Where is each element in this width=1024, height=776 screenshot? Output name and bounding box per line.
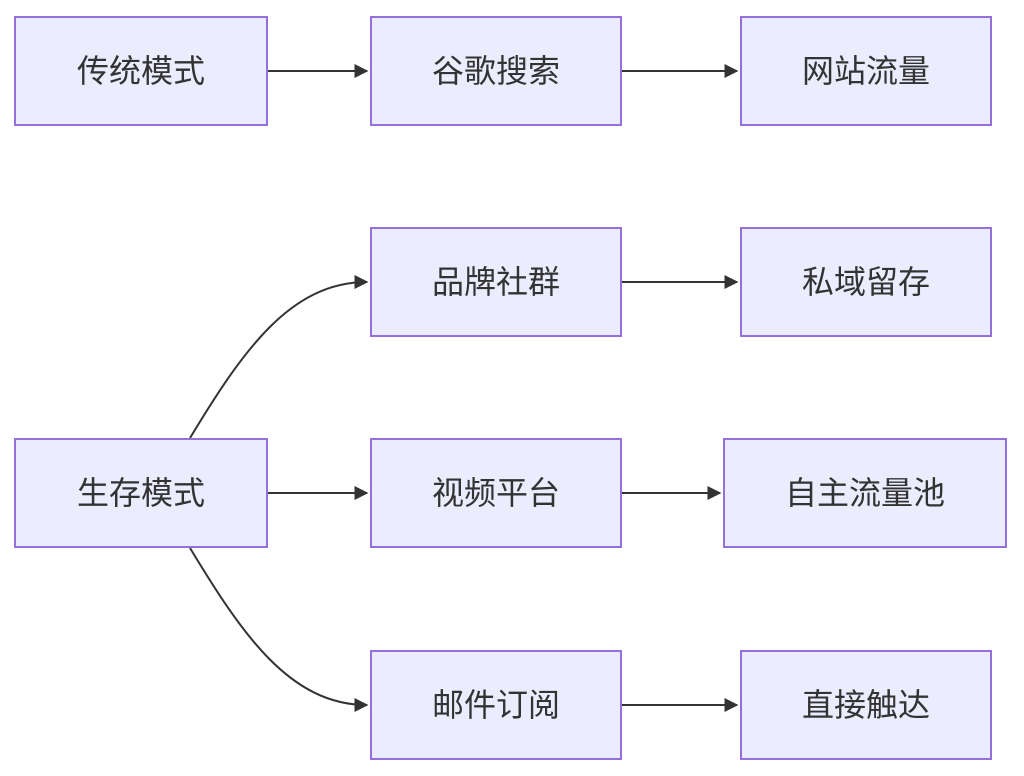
node-direct-reach-label: 直接触达 [801, 687, 930, 723]
edge-survival-to-brand-community [189, 275, 369, 439]
node-video-platform-label: 视频平台 [431, 475, 560, 511]
edge-survival-to-email-subscription [189, 547, 369, 712]
node-survival-label: 生存模式 [76, 475, 205, 511]
node-site-traffic: 网站流量 [740, 16, 992, 126]
node-brand-community: 品牌社群 [370, 227, 622, 337]
node-site-traffic-label: 网站流量 [801, 53, 930, 89]
node-own-traffic-pool: 自主流量池 [723, 438, 1007, 548]
node-private-retention-label: 私域留存 [801, 264, 930, 300]
node-direct-reach: 直接触达 [740, 650, 992, 760]
node-private-retention: 私域留存 [740, 227, 992, 337]
node-own-traffic-pool-label: 自主流量池 [784, 475, 945, 511]
node-google-search-label: 谷歌搜索 [431, 53, 560, 89]
node-video-platform: 视频平台 [370, 438, 622, 548]
node-google-search: 谷歌搜索 [370, 16, 622, 126]
node-traditional-label: 传统模式 [76, 53, 205, 89]
node-traditional: 传统模式 [14, 16, 268, 126]
node-survival: 生存模式 [14, 438, 268, 548]
node-brand-community-label: 品牌社群 [431, 264, 560, 300]
node-email-subscription-label: 邮件订阅 [431, 687, 560, 723]
node-email-subscription: 邮件订阅 [370, 650, 622, 760]
